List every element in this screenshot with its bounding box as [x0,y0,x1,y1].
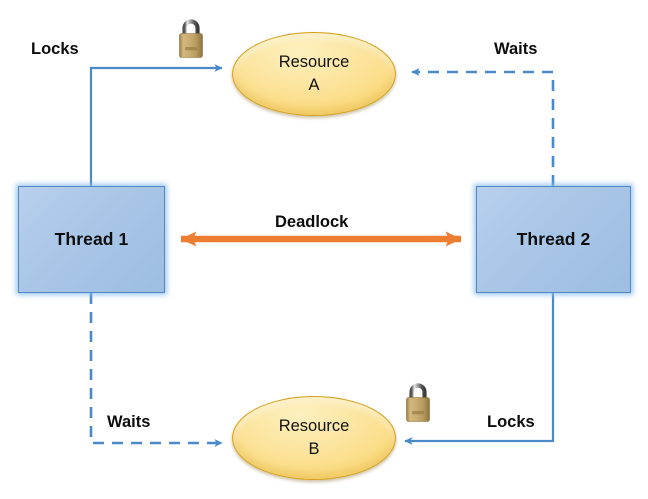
edge-label-deadlock: Deadlock [275,213,349,231]
edge-label-waits-top: Waits [494,40,538,58]
node-thread-2[interactable]: Thread 2 [476,186,631,293]
resource-a-label-line2: A [308,76,320,94]
node-thread-1[interactable]: Thread 1 [18,186,165,293]
edge-label-locks-bottom: Locks [487,413,535,431]
resource-b-label-line1: Resource [278,416,350,435]
edge-thread1-locks-resourceA [89,64,223,186]
padlock-icon [179,19,203,58]
thread-1-label: Thread 1 [54,229,129,249]
edge-thread2-waits-resourceA [411,68,555,186]
resource-b-label-line2: B [308,440,320,458]
node-resource-b[interactable]: Resource B [232,396,396,480]
thread-2-label: Thread 2 [516,229,591,249]
node-resource-a[interactable]: Resource A [232,32,396,116]
edge-label-waits-bottom: Waits [107,413,151,431]
resource-a-label-line1: Resource [278,52,350,71]
padlock-icon [406,383,430,422]
edge-label-locks-top: Locks [31,40,79,58]
